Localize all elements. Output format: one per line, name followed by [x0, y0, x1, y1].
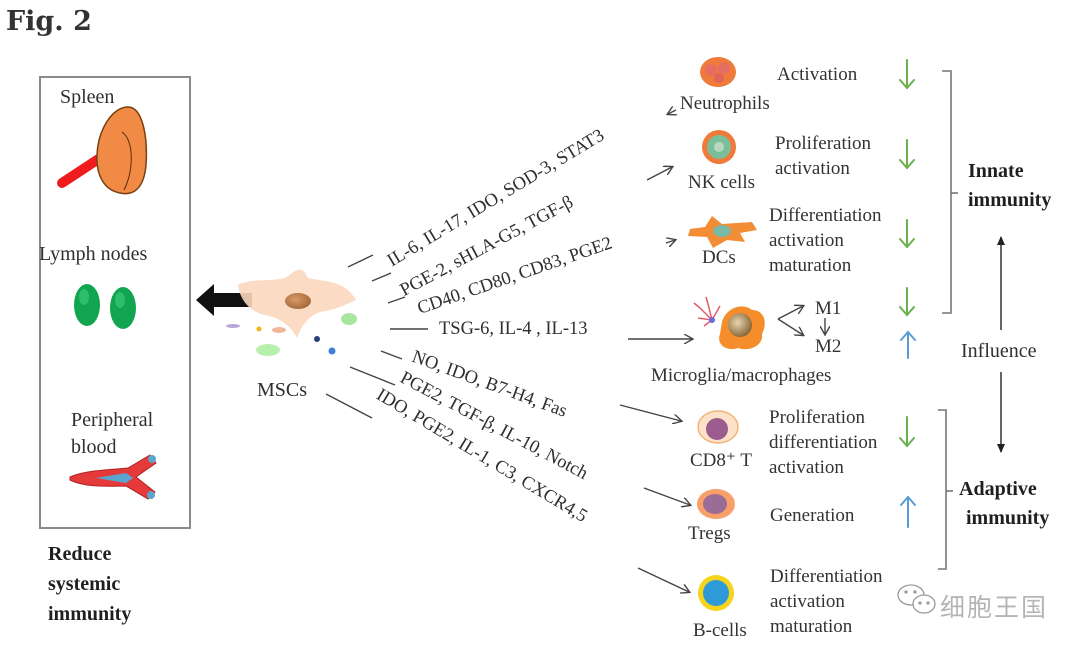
treg-cell-icon	[697, 489, 735, 519]
effect-bcells: Differentiation activation maturation	[770, 566, 883, 637]
cell-label-bcells: B-cells	[693, 620, 747, 641]
cell-label-cd8: CD8⁺ T	[690, 450, 752, 471]
down-arrow-icon	[899, 287, 915, 317]
effect-neutrophils: Activation	[777, 64, 858, 85]
msc-label: MSCs	[257, 379, 308, 401]
pathway-2-lead	[371, 272, 392, 282]
down-arrow-icon	[899, 416, 915, 448]
to-m2-arrow	[777, 318, 803, 335]
innate-label-2: immunity	[968, 189, 1052, 211]
watermark-text: 细胞王国	[940, 593, 1049, 622]
pathway-7-lead	[325, 393, 373, 419]
effect-dcs: Differentiation activation maturation	[769, 205, 882, 276]
caption-line-3: immunity	[48, 603, 132, 625]
effect-tregs: Generation	[770, 505, 855, 526]
cell-label-nk: NK cells	[688, 172, 756, 193]
pathway-2-arrow	[646, 167, 672, 181]
m1-label: M1	[815, 298, 842, 319]
organ-label-blood: blood	[71, 436, 117, 458]
polarization-arrows	[777, 306, 825, 335]
pathway-6-lead	[349, 366, 396, 386]
influence-label: Influence	[961, 340, 1037, 362]
cd8-t-cell-icon	[697, 410, 739, 444]
microglia-macrophage-icon	[693, 296, 765, 350]
cell-label-dcs: DCs	[702, 247, 736, 268]
to-m1-arrow	[777, 306, 803, 320]
cell-label-microglia: Microglia/macrophages	[651, 365, 832, 386]
up-arrow-icon	[900, 495, 916, 528]
reduce-arrow-icon	[196, 284, 252, 316]
cell-label-tregs: Tregs	[688, 523, 731, 544]
caption-line-2: systemic	[48, 573, 121, 595]
wechat-icon	[897, 584, 936, 614]
b-cell-icon	[698, 575, 734, 611]
dendritic-cell-icon	[688, 216, 757, 248]
pathway-5-arrow	[619, 404, 681, 421]
adaptive-bracket	[938, 409, 953, 570]
organ-label-lymph-nodes: Lymph nodes	[39, 243, 148, 265]
effect-arrows	[899, 59, 916, 528]
organ-box	[39, 76, 191, 529]
caption-line-1: Reduce	[48, 543, 112, 565]
pathway-4-factors: TSG-6, IL-4 , IL-13	[439, 319, 588, 339]
msc-cell-icon	[226, 269, 357, 356]
neutrophil-icon	[700, 57, 736, 87]
down-arrow-icon	[899, 59, 915, 90]
blood-vessel-icon	[69, 454, 157, 500]
pathway-1-arrow	[668, 110, 676, 114]
pathway-3-arrow	[665, 240, 675, 243]
spleen-icon	[57, 106, 148, 195]
organ-label-spleen: Spleen	[60, 86, 115, 108]
pathway-6-arrow	[643, 487, 690, 505]
pathway-3-lead	[387, 296, 406, 304]
down-arrow-icon	[899, 139, 915, 170]
figure-title: Fig. 2	[6, 6, 92, 37]
effect-nk: Proliferation activation	[775, 133, 872, 179]
adaptive-label-1: Adaptive	[959, 478, 1037, 500]
nk-cell-icon	[702, 130, 736, 164]
pathway-1-lead	[347, 254, 374, 268]
pathway-5-lead	[380, 350, 403, 360]
effect-cd8: Proliferation differentiation activation	[769, 407, 878, 478]
pathway-connectors	[325, 110, 692, 592]
organ-label-peripheral: Peripheral	[71, 409, 154, 431]
adaptive-label-2: immunity	[966, 507, 1050, 529]
m2-label: M2	[815, 336, 842, 357]
down-arrow-icon	[899, 219, 915, 249]
up-arrow-icon	[900, 330, 916, 359]
lymph-nodes-icon	[74, 284, 136, 329]
cell-label-neutrophils: Neutrophils	[680, 93, 770, 114]
innate-bracket	[942, 70, 958, 314]
pathway-7-arrow	[637, 567, 689, 592]
innate-label-1: Innate	[968, 160, 1024, 182]
